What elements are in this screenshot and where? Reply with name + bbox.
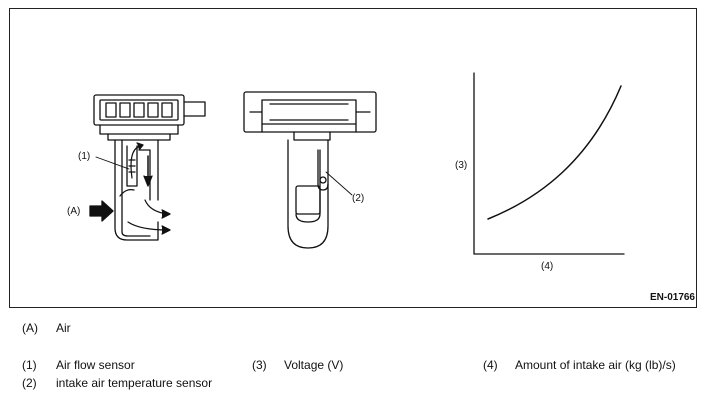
air-arrow-icon — [89, 200, 114, 222]
callout-2: (2) — [352, 193, 365, 204]
legend-3-text: Voltage (V) — [284, 358, 344, 372]
legend-1-tag: (1) — [22, 358, 37, 372]
legend-2-tag: (2) — [22, 376, 37, 390]
legend-a-text: Air — [56, 321, 71, 335]
sensor-head — [243, 91, 377, 133]
graph-axes — [473, 72, 625, 255]
callout-1: (1) — [78, 151, 91, 162]
connector-housing — [93, 94, 185, 126]
legend-3-tag: (3) — [252, 358, 267, 372]
figure-code: EN-01766 — [649, 292, 695, 303]
callout-3: (3) — [455, 160, 468, 171]
airflow-sensor-front-view — [243, 91, 377, 249]
airflow-sensor-side-view — [89, 94, 206, 241]
legend-4-text: Amount of intake air (kg (lb)/s) — [515, 358, 676, 372]
legend-2-text: intake air temperature sensor — [56, 376, 213, 390]
figure-frame — [9, 8, 697, 308]
sensor-probe — [114, 139, 159, 241]
callout-4: (4) — [541, 261, 554, 272]
voltage-graph — [473, 72, 625, 255]
front-probe — [287, 139, 329, 249]
voltage-curve — [487, 85, 622, 220]
legend-4-tag: (4) — [483, 358, 498, 372]
callout-a: (A) — [67, 206, 81, 217]
legend-a-tag: (A) — [22, 321, 38, 335]
legend-1-text: Air flow sensor — [56, 358, 135, 372]
